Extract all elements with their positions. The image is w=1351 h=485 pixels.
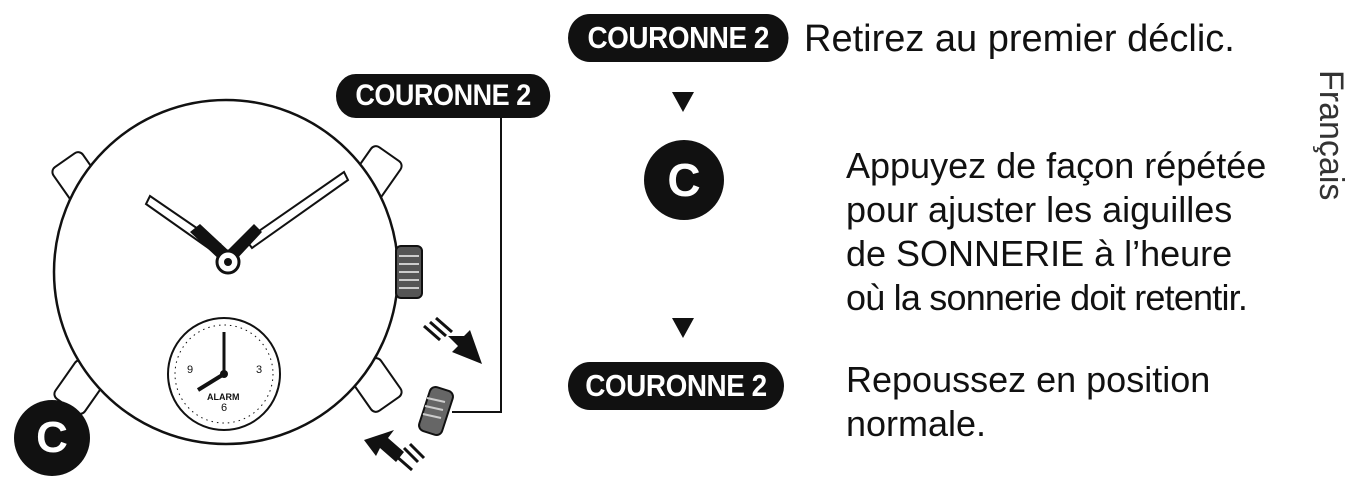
pulled-crown-icon bbox=[418, 385, 454, 437]
step2-text: Appuyez de façon répétée pour ajuster le… bbox=[846, 144, 1276, 320]
crown-label-illustration: COURONNE 2 bbox=[336, 74, 551, 118]
step2-line-3: de SONNERIE à l’heure bbox=[846, 232, 1233, 274]
push-in-arrow-icon bbox=[364, 430, 426, 472]
c-button-label: C bbox=[14, 400, 90, 476]
subdial-numeral-6: 6 bbox=[221, 402, 228, 414]
step2-line-4: où la sonnerie doit retentir. bbox=[846, 276, 1248, 318]
subdial-numeral-9: 9 bbox=[187, 364, 194, 376]
alarm-subdial bbox=[167, 317, 281, 431]
language-tab: Français bbox=[1312, 70, 1350, 201]
step1-crown-label: COURONNE 2 bbox=[568, 14, 789, 62]
step-arrow-2 bbox=[672, 318, 694, 338]
step-arrow-1 bbox=[672, 92, 694, 112]
step3-crown-label: COURONNE 2 bbox=[568, 362, 784, 410]
step3-line-2: normale. bbox=[846, 402, 987, 444]
subdial-brand: ALARM bbox=[207, 392, 240, 402]
step1-text: Retirez au premier déclic. bbox=[804, 18, 1235, 60]
crown-leader-line bbox=[452, 108, 502, 413]
step2-c-button: C bbox=[644, 140, 724, 220]
subdial-numeral-3: 3 bbox=[256, 364, 263, 376]
pull-out-arrow-icon bbox=[423, 316, 482, 364]
step3-line-1: Repoussez en position bbox=[846, 359, 1211, 400]
step2-line-1: Appuyez de façon répétée bbox=[846, 145, 1267, 186]
step3-text: Repoussez en position normale. bbox=[846, 358, 1210, 446]
crown-icon bbox=[395, 245, 423, 299]
step2-line-2: pour ajuster les aiguilles bbox=[846, 188, 1233, 230]
